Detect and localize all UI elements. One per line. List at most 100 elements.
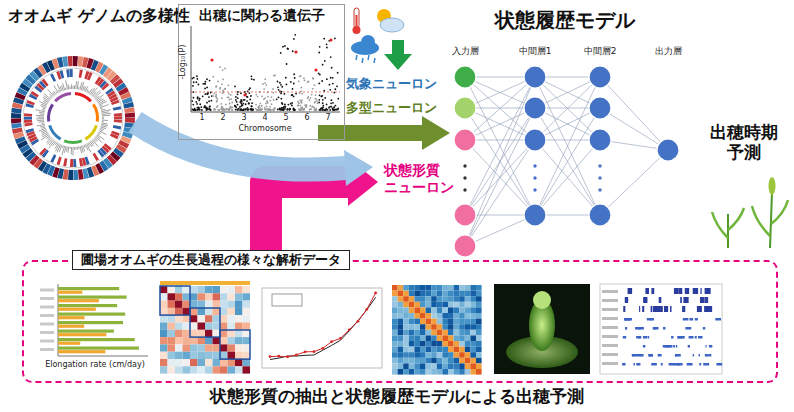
circos-histogram: [37, 124, 45, 126]
snp-dot: [287, 48, 289, 50]
circos-cell: [66, 69, 70, 77]
snp-dot: [299, 75, 301, 77]
snp-dot: [270, 109, 272, 111]
snp-dot: [300, 101, 302, 103]
snp-dot: [245, 109, 247, 111]
track-feature: [683, 297, 688, 303]
snp-dot: [282, 109, 284, 111]
matrix-cell: [420, 363, 426, 369]
snp-dot: [237, 91, 239, 93]
heatmap-cell: [168, 352, 176, 359]
rain-drop: [356, 55, 357, 60]
matrix-cell: [403, 324, 409, 330]
snp-dot: [311, 106, 313, 108]
snp-dot: [242, 103, 244, 105]
circos-cell: [79, 158, 83, 166]
matrix-cell: [392, 313, 398, 319]
snp-dot: [288, 109, 290, 111]
matrix-cell: [403, 285, 409, 291]
snp-dot: [267, 102, 269, 104]
matrix-cell: [403, 319, 409, 325]
snp-dot: [242, 104, 244, 106]
snp-dot: [215, 94, 217, 96]
matrix-cell: [448, 347, 454, 353]
heatmap-cell: [220, 301, 228, 308]
axis-line: [191, 112, 340, 113]
circos-histogram: [65, 88, 67, 90]
track-feature: [663, 327, 665, 330]
snp-dot: [232, 106, 234, 108]
circos-histogram: [54, 85, 59, 93]
circos-histogram: [62, 85, 64, 90]
snp-dot: [330, 77, 332, 79]
tick-label: 7: [325, 113, 330, 123]
snp-dot: [213, 93, 215, 95]
network-link: [465, 77, 535, 215]
matrix-cell: [426, 352, 432, 358]
bar: [58, 347, 139, 350]
snp-dot: [253, 79, 255, 81]
snp-dot: [257, 109, 259, 111]
track-feature: [703, 327, 705, 330]
track-feature: [680, 297, 682, 303]
snp-dot: [301, 93, 303, 95]
matrix-cell: [403, 291, 409, 297]
track-feature: [689, 336, 694, 339]
matrix-cell: [470, 307, 476, 313]
snp-dot: [261, 105, 263, 107]
bar: [58, 333, 106, 336]
snp-dot: [307, 81, 309, 83]
heatmap-cell: [205, 359, 213, 366]
matrix-cell: [465, 302, 471, 308]
circos-histogram: [98, 133, 100, 134]
matrix-cell: [431, 341, 437, 347]
neuron-circle: [657, 139, 679, 161]
bar: [58, 287, 119, 290]
circos-histogram: [63, 83, 65, 90]
heatmap-cell: [168, 308, 176, 315]
circos-histogram: [43, 108, 46, 110]
snp-dot: [219, 66, 221, 68]
snp-dot: [266, 100, 268, 102]
matrix-cell: [476, 347, 482, 353]
snp-dot: [285, 77, 287, 79]
circos-histogram: [69, 147, 70, 149]
track-feature: [705, 288, 711, 294]
snp-dot: [247, 109, 249, 111]
snp-dot: [207, 92, 209, 94]
snp-dot: [206, 102, 208, 104]
snp-dot: [240, 108, 242, 110]
matrix-cell: [442, 330, 448, 336]
circos-histogram: [101, 124, 108, 125]
tick-label-mark: [40, 289, 54, 292]
heatmap-cell: [228, 323, 236, 330]
bar: [58, 304, 117, 307]
matrix-cell: [414, 352, 420, 358]
circos-histogram: [55, 143, 58, 149]
matrix-cell: [465, 285, 471, 291]
snp-dot: [320, 107, 322, 109]
snp-dot: [230, 94, 232, 96]
heatmap-cell: [160, 301, 168, 308]
snp-dot: [221, 97, 223, 99]
snp-dot: [259, 102, 261, 104]
circos-histogram: [39, 101, 47, 105]
matrix-cell: [403, 313, 409, 319]
matrix-cell: [465, 307, 471, 313]
matrix-cell: [409, 319, 415, 325]
network-link: [535, 140, 600, 215]
circos-histogram: [56, 144, 60, 152]
track-feature: [689, 318, 692, 321]
heatmap-cell: [175, 337, 183, 344]
snp-dot: [330, 106, 332, 108]
circos-histogram: [100, 130, 103, 131]
heatmap-cell: [198, 337, 206, 344]
matrix-cell: [448, 319, 454, 325]
neuron-circle: [589, 129, 611, 151]
matrix-cell: [476, 319, 482, 325]
matrix-cell: [398, 307, 404, 313]
snp-dot: [225, 104, 227, 106]
snp-dot: [304, 105, 306, 107]
matrix-cell: [448, 285, 454, 291]
snp-dot: [293, 73, 295, 75]
